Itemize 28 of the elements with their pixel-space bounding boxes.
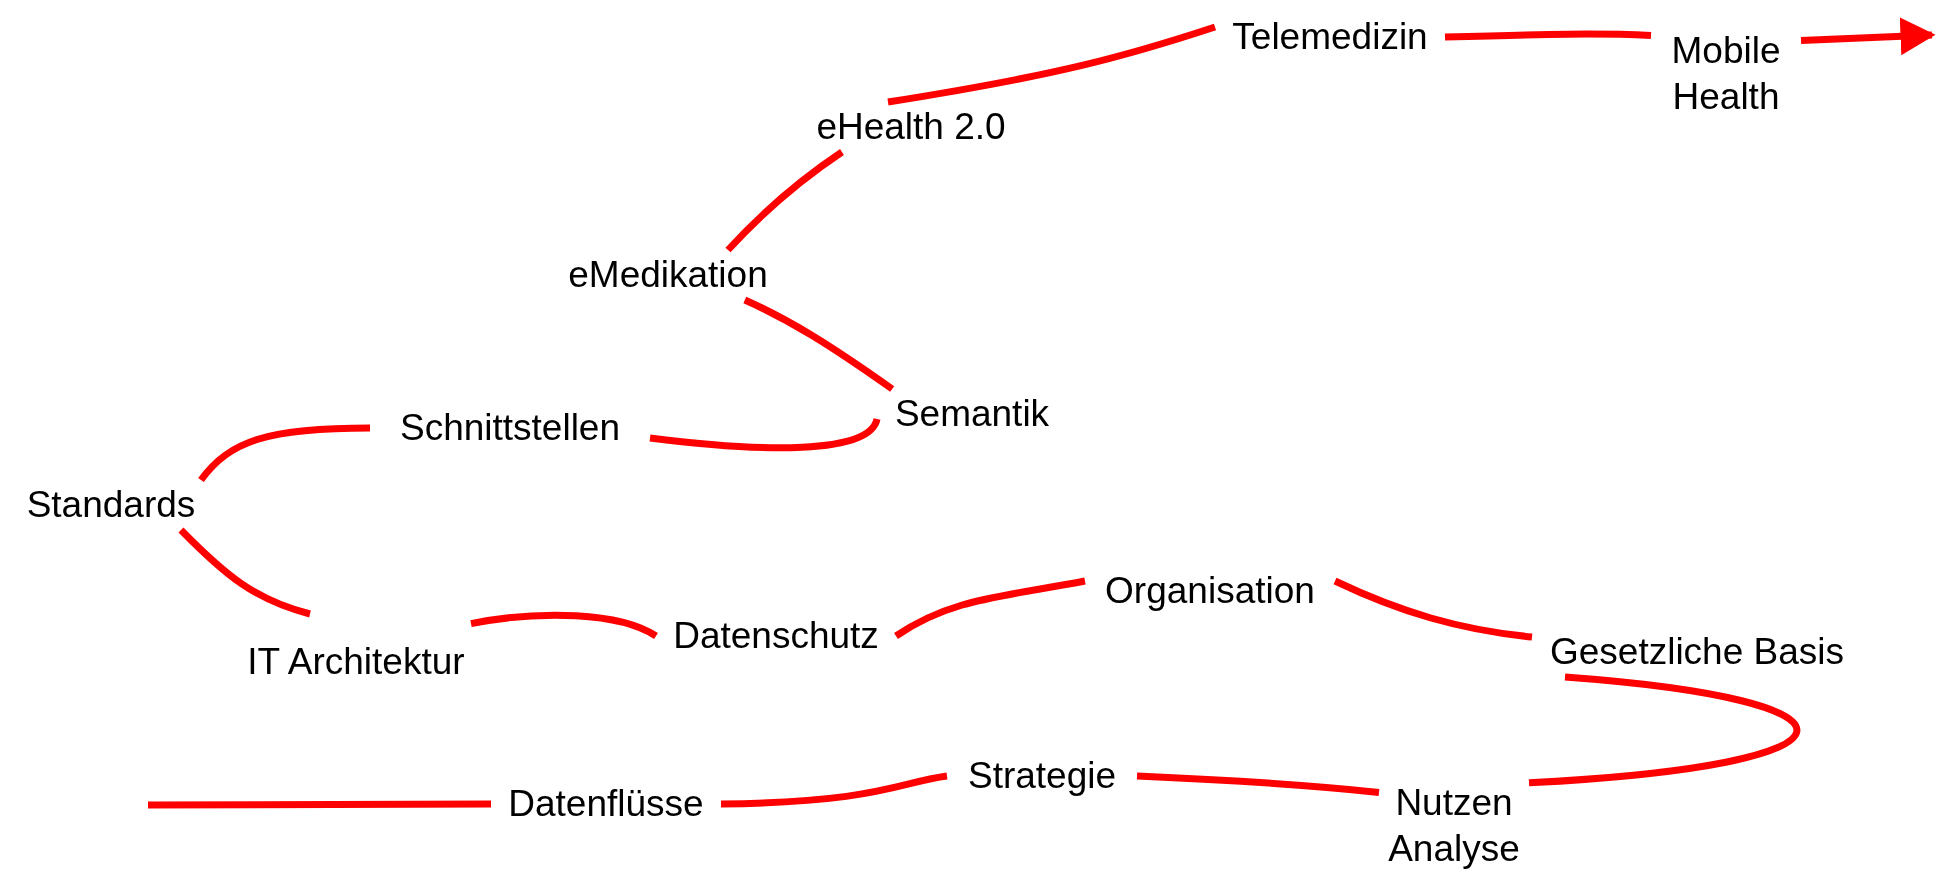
connector-line bbox=[743, 296, 895, 392]
connector-line bbox=[470, 611, 658, 640]
node-label: Datenflüsse bbox=[508, 782, 704, 826]
arrow bbox=[1800, 17, 1936, 56]
node-label: Standards bbox=[26, 483, 196, 527]
connector-line bbox=[1528, 673, 1799, 787]
connector-line bbox=[720, 772, 948, 808]
node-label: Schnittstellen bbox=[399, 406, 621, 450]
connector-line bbox=[649, 417, 881, 452]
node-label: Nutzen Analyse bbox=[1387, 781, 1521, 871]
node-label: Datenschutz bbox=[673, 614, 879, 658]
connector-line bbox=[198, 424, 371, 483]
node-label: Mobile Health bbox=[1670, 29, 1782, 119]
connector-line bbox=[1444, 30, 1652, 41]
node-label: Semantik bbox=[894, 392, 1050, 436]
node-label: IT Architektur bbox=[247, 640, 465, 684]
node-label: Telemedizin bbox=[1232, 15, 1428, 59]
node-label: Gesetzliche Basis bbox=[1549, 630, 1845, 674]
node-label: eHealth 2.0 bbox=[816, 105, 1006, 149]
node-label: eMedikation bbox=[568, 253, 768, 297]
node-label: Organisation bbox=[1105, 569, 1315, 613]
connector-line bbox=[178, 527, 311, 618]
connector-line bbox=[1333, 577, 1533, 641]
connector-line bbox=[725, 149, 844, 253]
connector-line bbox=[894, 577, 1086, 639]
connector-line bbox=[887, 23, 1217, 106]
node-label: Strategie bbox=[967, 754, 1117, 798]
connector-line bbox=[1136, 772, 1380, 796]
